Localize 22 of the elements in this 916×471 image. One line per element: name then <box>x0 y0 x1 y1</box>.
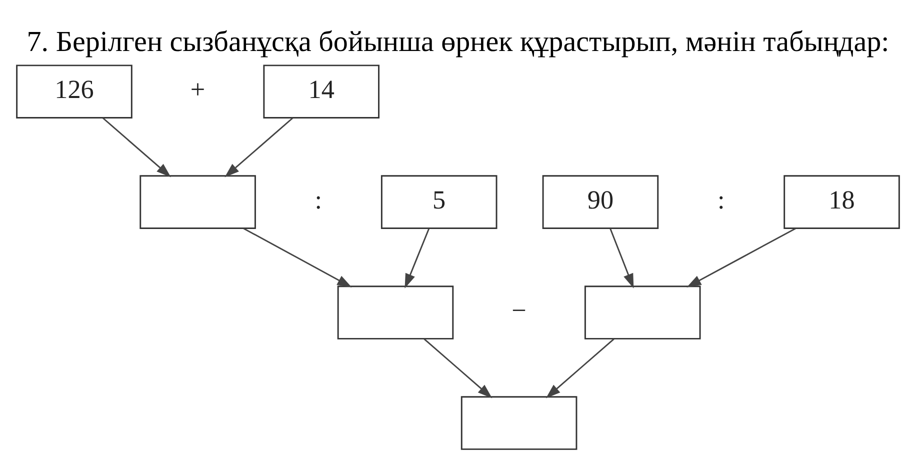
node-box <box>140 175 256 229</box>
node-box <box>460 396 578 450</box>
node-box: 18 <box>784 175 900 229</box>
label: + <box>190 74 206 104</box>
node-box <box>584 286 701 340</box>
diagram-title: 7. Берілген сызбанұсқа бойынша өрнек құрастырып, мәнін табыңдар: <box>26 26 890 58</box>
label: : <box>717 185 725 214</box>
arrow <box>224 117 294 178</box>
arrow <box>686 228 796 288</box>
node-box: 90 <box>542 175 659 229</box>
node-box <box>337 286 454 340</box>
arrow <box>102 117 171 178</box>
arrow <box>546 338 614 398</box>
arrow <box>424 338 492 398</box>
label: : <box>314 185 322 214</box>
arrow <box>243 228 352 288</box>
arrow <box>404 228 430 288</box>
node-box: 5 <box>380 175 498 229</box>
arrow <box>610 228 634 288</box>
label: − <box>512 296 526 325</box>
node-box: 14 <box>263 64 380 118</box>
node-box: 126 <box>16 64 132 118</box>
